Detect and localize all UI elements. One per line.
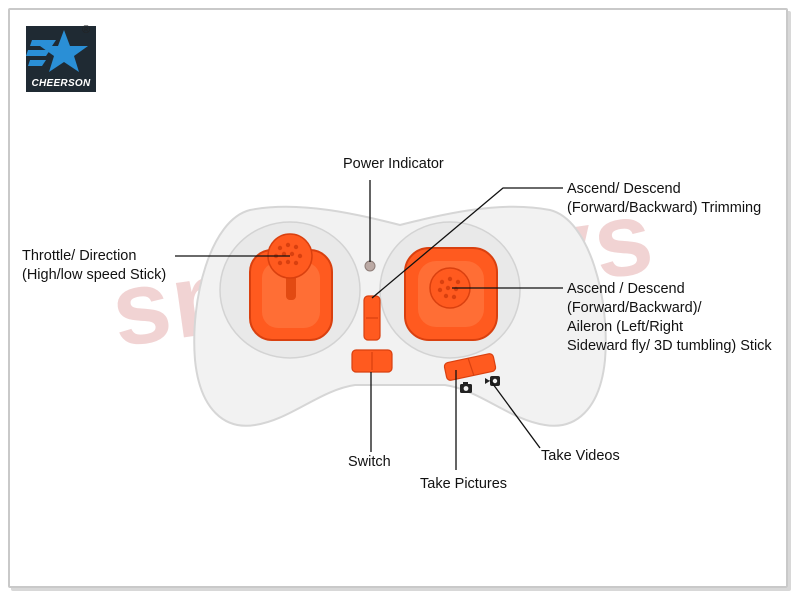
- label-power-indicator: Power Indicator: [343, 155, 444, 174]
- label-take-pictures: Take Pictures: [420, 475, 507, 494]
- label-throttle-line-1: Throttle/ Direction: [22, 247, 166, 266]
- label-trimming: Ascend/ Descend (Forward/Backward) Trimm…: [567, 180, 761, 218]
- label-right-stick-line-2: (Forward/Backward)/: [567, 299, 772, 318]
- label-take-videos: Take Videos: [541, 447, 620, 466]
- label-right-stick-line-4: Sideward fly/ 3D tumbling) Stick: [567, 337, 772, 356]
- label-right-stick: Ascend / Descend (Forward/Backward)/ Ail…: [567, 280, 772, 356]
- label-throttle-line-2: (High/low speed Stick): [22, 266, 166, 285]
- label-trimming-line-2: (Forward/Backward) Trimming: [567, 199, 761, 218]
- label-right-stick-line-3: Aileron (Left/Right: [567, 318, 772, 337]
- power-indicator-led: [365, 261, 375, 271]
- label-throttle: Throttle/ Direction (High/low speed Stic…: [22, 247, 166, 285]
- label-switch: Switch: [348, 453, 391, 472]
- label-trimming-line-1: Ascend/ Descend: [567, 180, 761, 199]
- label-right-stick-line-1: Ascend / Descend: [567, 280, 772, 299]
